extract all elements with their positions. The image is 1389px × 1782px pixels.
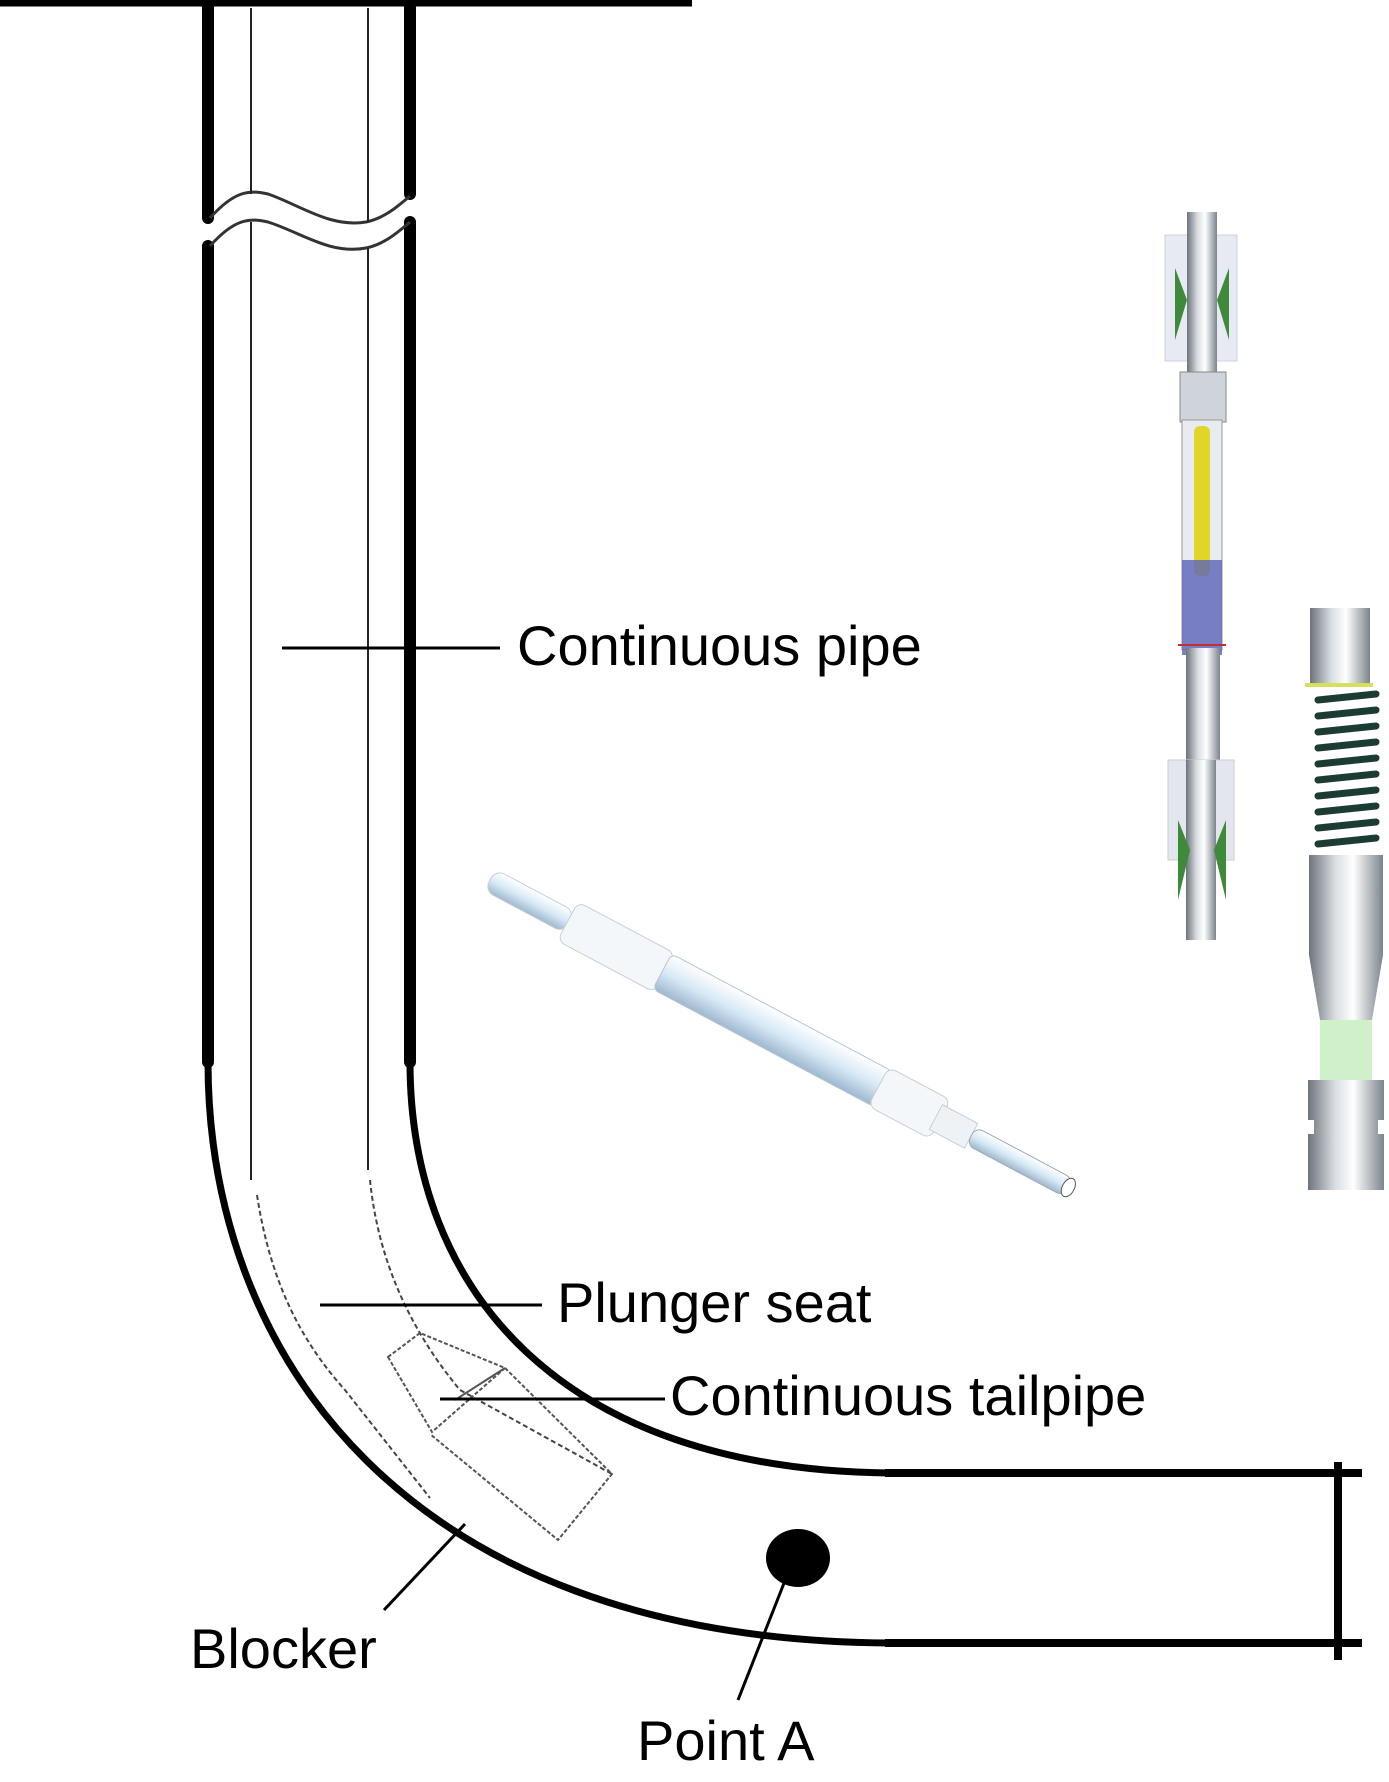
break-symbol — [208, 190, 411, 251]
leader-lines — [282, 646, 790, 1701]
horizontal-casing — [885, 1462, 1362, 1660]
tool-diagonal-plunger-image — [487, 872, 1076, 1198]
label-blocker: Blocker — [190, 1617, 377, 1680]
continuous-pipe-lines — [250, 8, 369, 1180]
label-continuous-pipe: Continuous pipe — [517, 614, 922, 677]
label-plunger-seat: Plunger seat — [557, 1271, 872, 1334]
label-continuous-tailpipe: Continuous tailpipe — [670, 1364, 1146, 1427]
casing-bend — [204, 1061, 891, 1647]
blocker-outline — [386, 1331, 614, 1542]
label-point-a: Point A — [637, 1709, 815, 1772]
point-a-marker — [766, 1529, 830, 1587]
casing-outer-walls — [202, 2, 416, 1068]
tailpipe-lines — [256, 1179, 613, 1499]
tool-cutaway-image — [1164, 212, 1238, 940]
tool-spring-plunger-image — [1305, 608, 1386, 1190]
